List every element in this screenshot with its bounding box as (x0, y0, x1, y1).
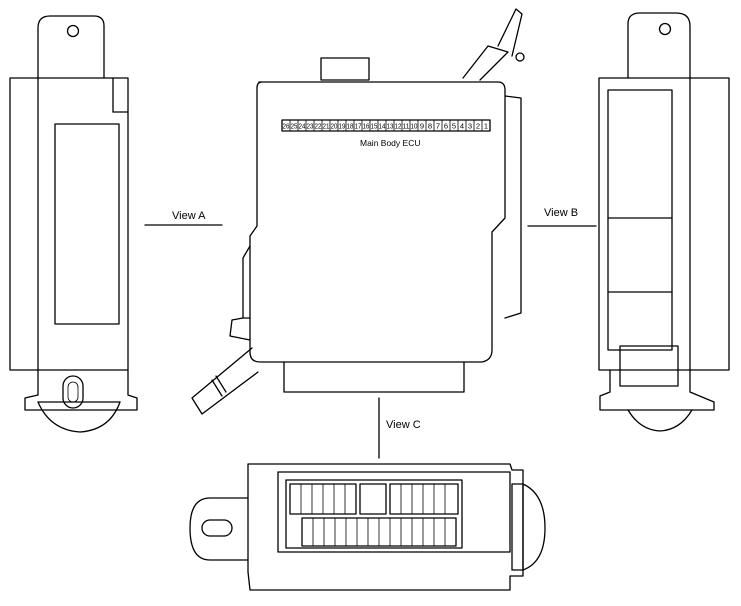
view-b-label: View B (544, 207, 578, 219)
pin-number-26: 26 (283, 122, 290, 131)
pin-number-11: 11 (403, 122, 410, 131)
view-b-drawing (598, 12, 730, 432)
view-a-label: View A (172, 210, 206, 222)
view-c-drawing (189, 463, 546, 591)
pin-number-24: 24 (299, 122, 306, 131)
pin-number-14: 14 (379, 122, 386, 131)
pin-number-9: 9 (420, 122, 424, 131)
pin-number-15: 15 (371, 122, 378, 131)
pin-number-21: 21 (323, 122, 330, 131)
pin-number-4: 4 (460, 122, 464, 131)
pin-number-25: 25 (291, 122, 298, 131)
ecu-name-label: Main Body ECU (360, 138, 420, 148)
pin-number-20: 20 (331, 122, 338, 131)
pin-number-23: 23 (307, 122, 314, 131)
pin-number-8: 8 (428, 122, 432, 131)
pin-number-5: 5 (452, 122, 456, 131)
pin-number-17: 17 (355, 122, 362, 131)
view-a-drawing (9, 15, 138, 433)
pin-number-6: 6 (444, 122, 448, 131)
pin-number-2: 2 (476, 122, 480, 131)
pin-number-19: 19 (339, 122, 346, 131)
pin-number-12: 12 (395, 122, 402, 131)
pin-number-22: 22 (315, 122, 322, 131)
pin-number-18: 18 (347, 122, 354, 131)
pin-number-7: 7 (436, 122, 440, 131)
pin-number-3: 3 (468, 122, 472, 131)
pin-number-13: 13 (387, 122, 394, 131)
pin-number-1: 1 (484, 122, 488, 131)
pin-number-16: 16 (363, 122, 370, 131)
pin-number-10: 10 (411, 122, 418, 131)
view-c-label: View C (386, 419, 421, 431)
